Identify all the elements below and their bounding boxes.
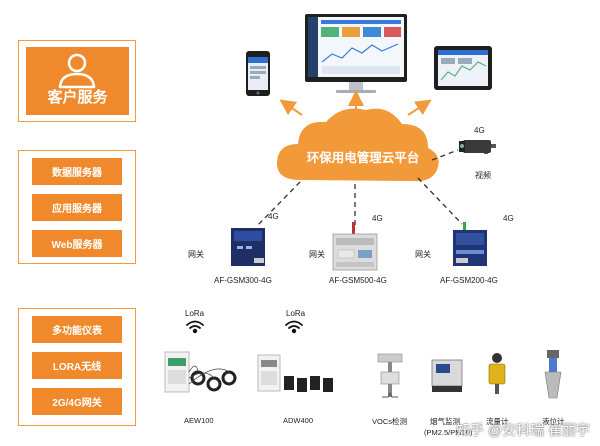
gateway-2g4g-button[interactable]: 2G/4G网关 (32, 388, 122, 415)
gateway-2-network: 4G (372, 214, 383, 223)
web-server-button[interactable]: Web服务器 (32, 230, 122, 257)
flowmeter-label: 流量计 (486, 417, 509, 426)
smartphone-icon (246, 51, 270, 96)
level-gauge-icon (544, 350, 562, 399)
camera-icon (459, 140, 496, 154)
customer-service-label: 客户服务 (47, 89, 108, 106)
arrow-to-phone (279, 99, 303, 116)
flue-gas-analyzer-icon (431, 359, 463, 392)
gateway-gsm200-icon (453, 222, 487, 266)
gateway-3-model: AF-GSM200-4G (440, 276, 498, 285)
link-camera (431, 149, 459, 161)
gateway-gsm300-icon (231, 228, 265, 266)
flue-gas-label: 烟气监测 (430, 417, 460, 426)
gateway-1-prefix: 网关 (188, 250, 204, 259)
aew100-label: AEW100 (184, 416, 214, 425)
vocs-label: VOCs检测 (372, 417, 408, 426)
aew100-device-icon (164, 351, 237, 393)
gateway-1-model: AF-GSM300-4G (214, 276, 272, 285)
app-server-button[interactable]: 应用服务器 (32, 194, 122, 221)
lora-label-2: LoRa (286, 309, 306, 318)
gateway-2-model: AF-GSM500-4G (329, 276, 387, 285)
cloud-platform-label: 环保用电管理云平台 (306, 151, 420, 165)
adw400-device-icon (257, 354, 333, 392)
wifi-icon-1 (186, 320, 204, 334)
lora-label-1: LoRa (185, 309, 205, 318)
lora-wireless-button[interactable]: LORA无线 (32, 352, 122, 379)
device-group-frame (18, 308, 136, 426)
link-gsm300 (257, 181, 301, 226)
vocs-detector-icon (377, 353, 403, 398)
adw400-label: ADW400 (283, 416, 314, 425)
desktop-monitor-icon (305, 14, 407, 93)
gateway-2-prefix: 网关 (309, 250, 325, 259)
pm-label: (PM2.5/PM10) (424, 428, 473, 437)
wifi-icon-2 (285, 320, 303, 334)
gateway-3-prefix: 网关 (415, 250, 431, 259)
gateway-3-network: 4G (503, 214, 514, 223)
cloud-shape (276, 108, 439, 182)
gateway-1-network: 4G (268, 212, 279, 221)
flowmeter-icon (488, 353, 506, 394)
arrow-to-tablet (407, 99, 432, 116)
tablet-icon (434, 46, 492, 90)
data-server-button[interactable]: 数据服务器 (32, 158, 122, 185)
server-group-frame (18, 150, 136, 264)
level-gauge-label: 液位计 (542, 417, 565, 426)
gateway-gsm500-icon (332, 222, 378, 271)
user-icon (58, 53, 96, 89)
watermark: 知乎 @安科瑞 崔丽宇 (456, 422, 590, 438)
link-gsm200 (417, 177, 463, 225)
camera-label: 视频 (475, 171, 491, 180)
customer-service-box[interactable]: 客户服务 (26, 47, 129, 115)
customer-service-frame (18, 40, 136, 122)
camera-network-label: 4G (474, 126, 485, 135)
multifunction-meter-button[interactable]: 多功能仪表 (32, 316, 122, 343)
